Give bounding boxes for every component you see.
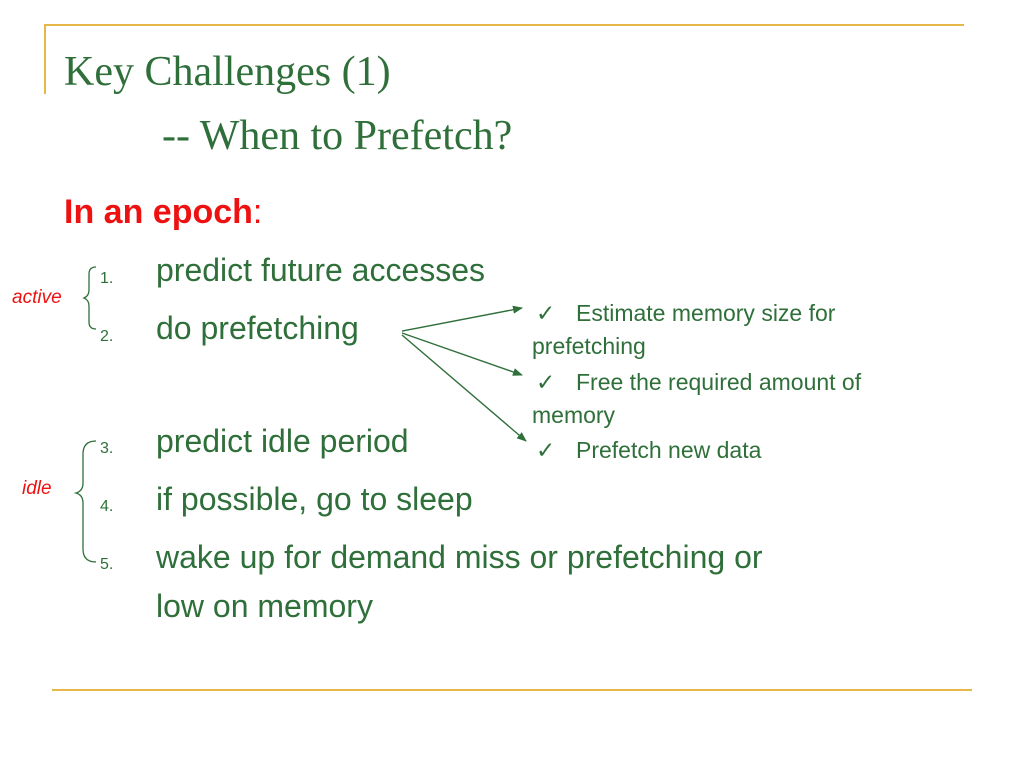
- step-2-number: 2.: [100, 328, 114, 345]
- idle-brace: [73, 440, 97, 563]
- step-1-text: predict future accesses: [156, 252, 486, 288]
- arrow-to-free: [401, 332, 523, 376]
- step-5-number: 5.: [100, 556, 114, 573]
- bottom-rule: [52, 689, 972, 691]
- step-1-number: 1.: [100, 270, 114, 287]
- slide-title: Key Challenges (1): [64, 49, 391, 95]
- step-5-text-continued: low on memory: [156, 588, 373, 624]
- step-5-text: wake up for demand miss or prefetching o…: [156, 539, 763, 575]
- subitem-prefetch-text: Prefetch new data: [576, 437, 762, 463]
- active-label: active: [12, 287, 62, 308]
- check-icon: ✓: [536, 437, 556, 463]
- step-3-number: 3.: [100, 440, 114, 457]
- subitem-prefetch: ✓ Prefetch new data: [532, 434, 972, 467]
- epoch-heading-colon: :: [252, 193, 263, 231]
- subitem-estimate-text-continued: prefetching: [532, 333, 646, 359]
- left-rule: [44, 24, 46, 94]
- active-brace: [82, 266, 97, 330]
- idle-label: idle: [22, 478, 52, 499]
- slide-subtitle: -- When to Prefetch?: [162, 113, 513, 159]
- arrow-to-prefetch: [401, 334, 527, 442]
- check-icon: ✓: [536, 369, 556, 395]
- subitem-free: ✓ Free the required amount of memory: [532, 366, 972, 432]
- step-4-text: if possible, go to sleep: [156, 481, 473, 517]
- subitem-free-text: Free the required amount of: [576, 369, 862, 395]
- subitem-free-text-continued: memory: [532, 402, 616, 428]
- step-2-text: do prefetching: [156, 310, 359, 346]
- epoch-heading: In an epoch:: [64, 192, 262, 232]
- step-4-number: 4.: [100, 498, 114, 515]
- check-icon: ✓: [536, 300, 556, 326]
- top-rule: [44, 24, 964, 26]
- subitem-estimate: ✓ Estimate memory size for prefetching: [532, 297, 972, 363]
- epoch-heading-emphasis: In an epoch: [64, 193, 253, 231]
- arrow-to-estimate: [401, 305, 523, 332]
- step-3-text: predict idle period: [156, 423, 409, 459]
- subitem-estimate-text: Estimate memory size for: [576, 300, 836, 326]
